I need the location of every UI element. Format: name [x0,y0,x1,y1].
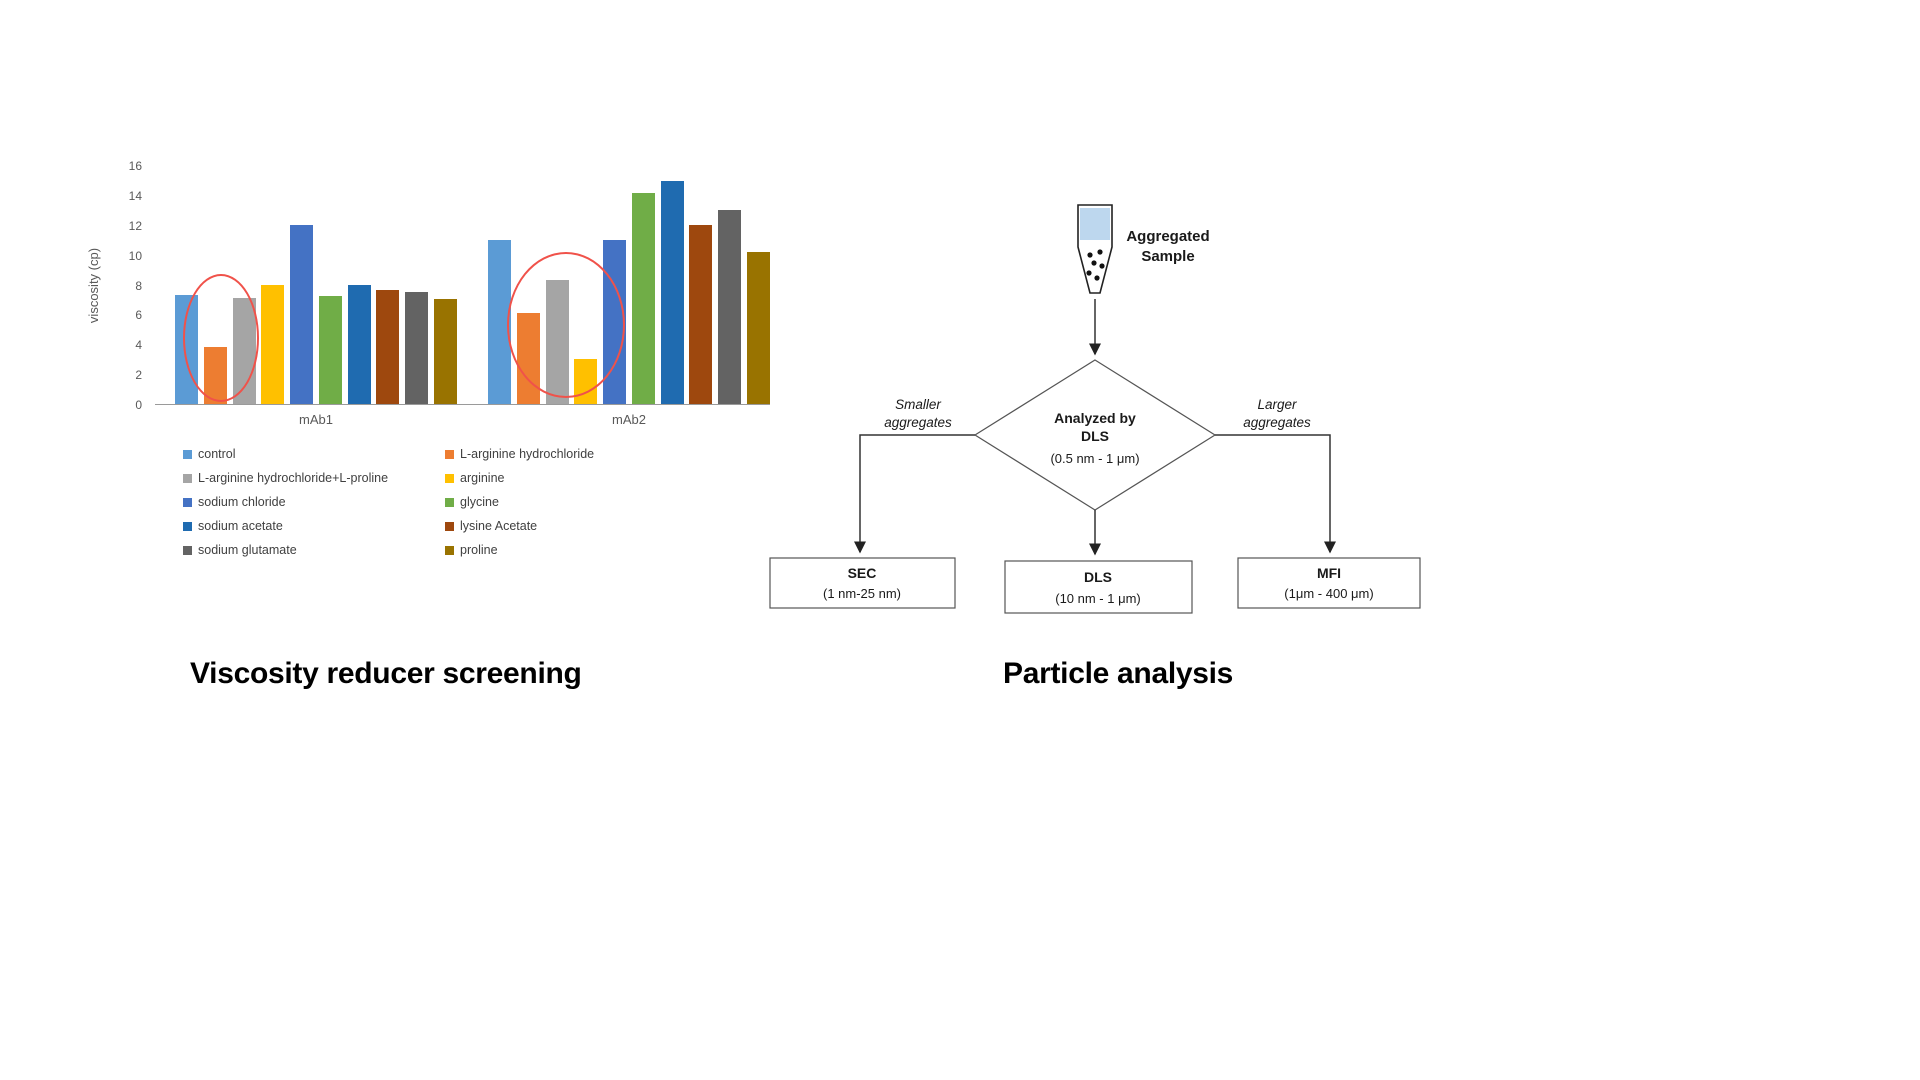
legend-swatch [445,521,454,531]
y-axis-title: viscosity (cp) [76,166,112,405]
legend-label: control [198,447,236,461]
y-tick-label-0: 0 [135,398,142,412]
legend-item-l-arginine-hydrochloride-l-proline: L-arginine hydrochloride+L-proline [183,471,445,485]
legend-item-sodium-chloride: sodium chloride [183,495,445,509]
decision-text-line2: DLS [1081,428,1109,444]
smaller-aggregates-label-line1: Smaller [895,397,941,412]
tube-liquid [1080,208,1110,240]
y-tick-label-16: 16 [128,159,142,173]
x-category-label-mab2: mAb2 [612,412,646,427]
y-tick-label-14: 14 [128,188,142,203]
bar-mAb1-proline [433,299,457,404]
sample-label-line1: Aggregated [1126,228,1209,245]
y-tick-label-8: 8 [135,278,142,293]
legend-swatch [183,545,192,555]
bar-mAb1-arginine [261,284,285,404]
highlight-ellipse-mab1 [183,274,259,402]
dls-box [1004,560,1193,614]
x-category-label-mab1: mAb1 [299,412,333,427]
legend-label: lysine Acetate [460,519,538,533]
arrow-decision-to-mfi [1215,434,1336,554]
legend-label: sodium chloride [198,495,286,509]
legend-swatch [445,497,454,507]
legend-item-proline: proline [445,543,745,557]
bar-mAb1-glycine [318,296,342,404]
legend-item-sodium-glutamate: sodium glutamate [183,543,445,557]
legend-label: sodium acetate [198,519,283,533]
legend-item-arginine: arginine [445,471,745,485]
y-tick-label-4: 4 [135,338,142,353]
mfi-box-title: MFI [1317,565,1341,581]
legend-swatch [445,473,454,483]
legend-item-control: control [183,447,445,461]
legend-label: arginine [460,471,505,485]
legend-swatch [445,545,454,555]
bar-mAb2-proline [746,251,770,404]
legend-item-l-arginine-hydrochloride: L-arginine hydrochloride [445,447,745,461]
smaller-aggregates-label-line2: aggregates [884,415,952,430]
legend-swatch [183,497,192,507]
particle-analysis-flowchart: Aggregated Sample Analyzed by DLS (0.5 n… [769,204,1421,614]
legend-swatch [183,449,192,459]
sec-box [769,557,956,609]
y-tick-label-2: 2 [135,368,142,383]
sample-tube-icon [1077,204,1113,294]
sec-box-title: SEC [848,565,877,581]
bar-mAb1-lysine-acetate [376,290,400,404]
plot-area [155,166,770,405]
bar-mAb2-control [488,239,511,404]
legend-label: L-arginine hydrochloride+L-proline [198,471,389,485]
left-caption: Viscosity reducer screening [190,657,582,690]
bar-mAb1-sodium-acetate [347,284,371,404]
legend-label: glycine [460,495,499,509]
legend-label: L-arginine hydrochloride [460,447,595,461]
legend-item-sodium-acetate: sodium acetate [183,519,445,533]
larger-aggregates-label-line1: Larger [1257,397,1297,412]
legend-item-lysine-acetate: lysine Acetate [445,519,745,533]
bar-mAb1-sodium-glutamate [405,291,429,404]
decision-text-line1: Analyzed by [1054,410,1136,426]
right-caption: Particle analysis [1003,657,1234,690]
legend-swatch [183,473,192,483]
legend-swatch [445,449,454,459]
dls-box-title: DLS [1084,569,1112,585]
sample-label-line2: Sample [1141,248,1194,265]
mfi-box-range: (1μm - 400 μm) [1284,586,1373,601]
bar-mAb2-lysine-acetate [689,224,713,404]
bar-mAb1-sodium-chloride [290,224,314,404]
highlight-ellipse-mab2 [507,252,625,398]
y-axis-ticks: 0 2 4 6 8 10 12 14 16 [110,160,148,411]
larger-aggregates-label-line2: aggregates [1243,415,1311,430]
y-tick-label-10: 10 [128,248,142,263]
legend-label: proline [460,543,498,557]
bar-mAb2-sodium-acetate [660,181,684,404]
legend-label: sodium glutamate [198,543,297,557]
y-tick-label-6: 6 [135,308,142,323]
legend-item-glycine: glycine [445,495,745,509]
dls-box-range: (10 nm - 1 μm) [1055,591,1141,606]
legend-swatch [183,521,192,531]
bar-mAb2-sodium-glutamate [718,209,742,404]
decision-text-line3: (0.5 nm - 1 μm) [1050,451,1139,466]
y-axis-title-text: viscosity (cp) [86,247,102,324]
sec-box-range: (1 nm-25 nm) [823,586,901,601]
bar-mAb2-glycine [631,193,655,404]
mfi-box [1237,557,1421,609]
y-tick-label-12: 12 [128,218,142,233]
arrow-decision-to-sec [854,434,975,554]
